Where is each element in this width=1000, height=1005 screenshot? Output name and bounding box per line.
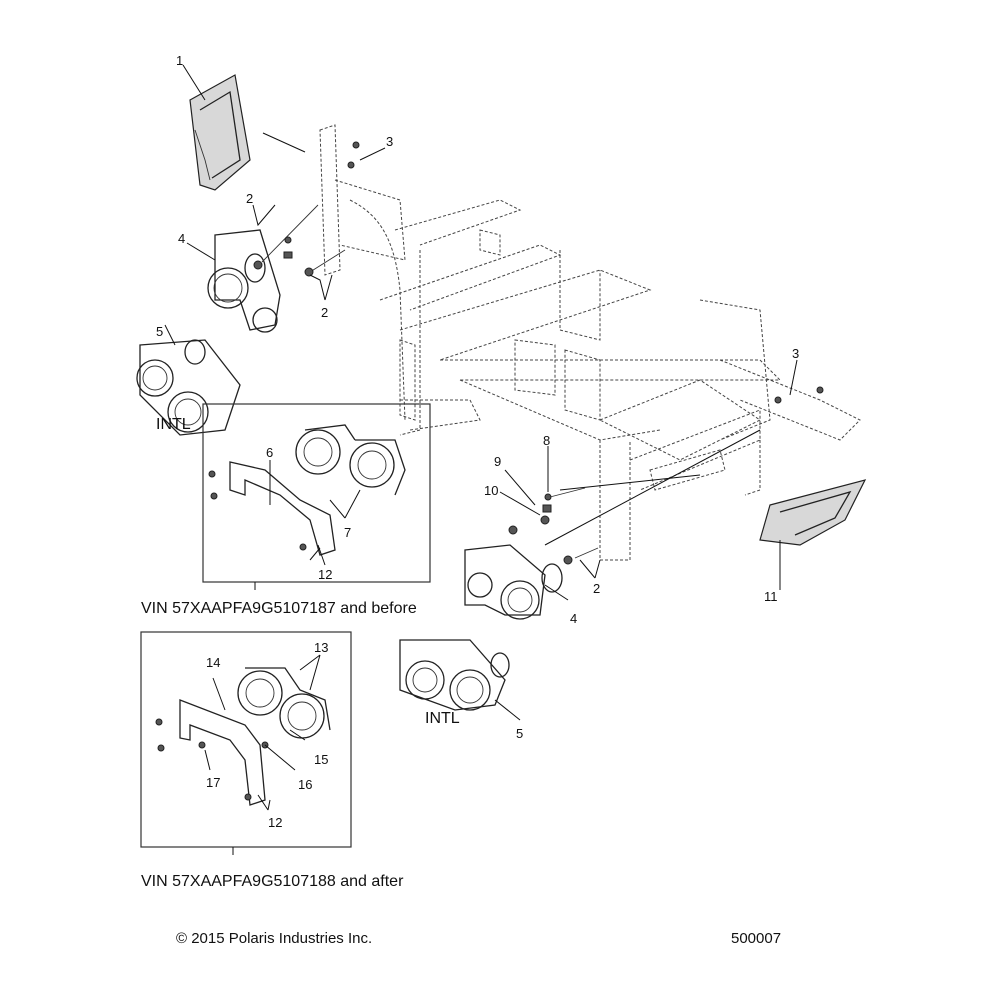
callout-8: 8: [543, 433, 551, 448]
intl-label-left: INTL: [156, 416, 191, 433]
left-headlight-cover: [189, 74, 251, 191]
left-intl-headlight-pair: [136, 339, 241, 436]
callout-10: 10: [484, 483, 499, 498]
callout-13: 13: [314, 640, 329, 655]
callout-4-right: 4: [570, 611, 578, 626]
vin-before-note: VIN 57XAAPFA9G5107187 and before: [141, 600, 417, 617]
callout-12-upper: 12: [318, 567, 333, 582]
right-headlight-cover: [759, 479, 867, 546]
leader-lines: [164, 64, 798, 855]
callout-17: 17: [206, 775, 221, 790]
callout-12-lower: 12: [268, 815, 283, 830]
intl-label-right: INTL: [425, 710, 460, 727]
copyright-notice: © 2015 Polaris Industries Inc.: [176, 930, 373, 947]
callout-14: 14: [206, 655, 221, 670]
fasteners: [253, 141, 824, 565]
vin-after-note: VIN 57XAAPFA9G5107188 and after: [141, 873, 404, 890]
callout-16: 16: [298, 777, 313, 792]
callout-1: 1: [176, 53, 184, 68]
callout-2-middle: 2: [321, 305, 329, 320]
callout-4-left: 4: [178, 231, 186, 246]
early-bracket-assembly: [202, 403, 431, 583]
right-intl-headlight-pair: [399, 639, 510, 711]
vehicle-frame: [319, 124, 861, 561]
callout-2-upper: 2: [246, 191, 254, 206]
callout-9: 9: [494, 454, 502, 469]
callout-15: 15: [314, 752, 329, 767]
callout-3-right: 3: [792, 346, 800, 361]
callout-6: 6: [266, 445, 274, 460]
left-headlight-assembly: [207, 229, 281, 333]
right-headlight-assembly: [464, 544, 563, 620]
late-bracket-assembly: [140, 631, 352, 848]
callout-3-left: 3: [386, 134, 394, 149]
callout-5-left: 5: [156, 324, 164, 339]
callout-7: 7: [344, 525, 352, 540]
diagram-number: 500007: [731, 930, 782, 947]
callout-2-lower: 2: [593, 581, 601, 596]
callout-11: 11: [764, 589, 778, 604]
callout-5-right: 5: [516, 726, 524, 741]
